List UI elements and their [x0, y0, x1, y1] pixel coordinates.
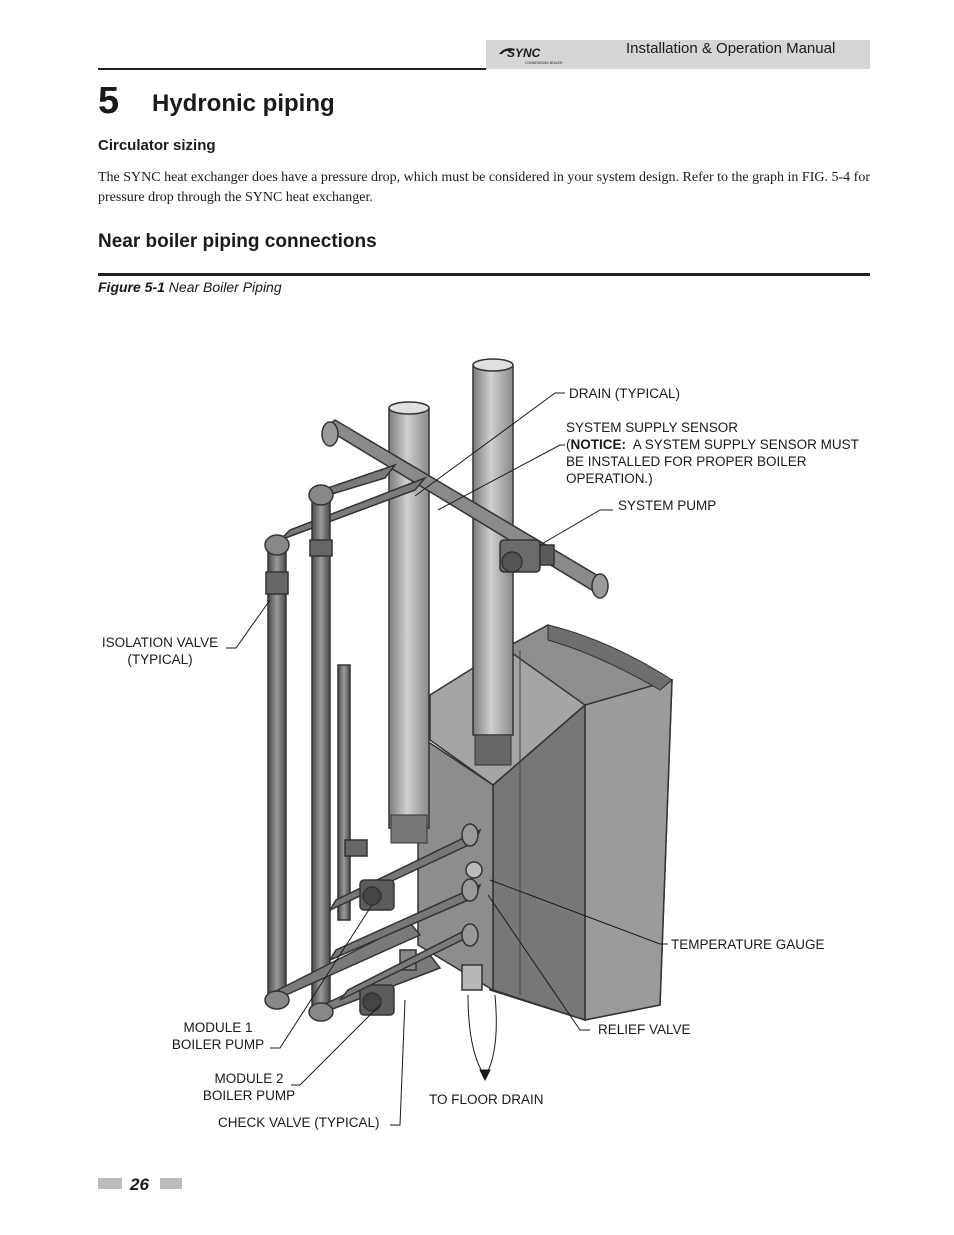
footer-block-left	[98, 1178, 122, 1189]
page-number: 26	[130, 1175, 149, 1194]
figure-number: Figure 5-1	[98, 279, 165, 295]
circulator-sizing-heading: Circulator sizing	[98, 137, 216, 154]
callout-module-2-pump: MODULE 2 BOILER PUMP	[199, 1070, 299, 1104]
sensor-line-2: (NOTICE: A SYSTEM SUPPLY SENSOR MUST	[566, 437, 859, 452]
boiler-pumps	[328, 823, 483, 1016]
sensor-line-3: BE INSTALLED FOR PROPER BOILER	[566, 454, 807, 469]
near-boiler-heading: Near boiler piping connections	[98, 231, 377, 252]
boiler-cabinet	[417, 624, 673, 1022]
svg-text:SYNC: SYNC	[507, 46, 541, 60]
callout-temperature-gauge: TEMPERATURE GAUGE	[671, 937, 825, 952]
header-bar	[486, 40, 870, 69]
callout-floor-drain: TO FLOOR DRAIN	[429, 1092, 544, 1107]
footer-block-right	[160, 1178, 182, 1189]
header-rule	[98, 68, 486, 70]
module2-line-2: BOILER PUMP	[202, 1088, 296, 1103]
section-rule	[98, 273, 870, 276]
callout-module-1-pump: MODULE 1 BOILER PUMP	[168, 1019, 268, 1053]
circulator-sizing-body: The SYNC heat exchanger does have a pres…	[98, 170, 870, 205]
manual-title: Installation & Operation Manual	[626, 40, 836, 57]
sensor-line-1: SYSTEM SUPPLY SENSOR	[566, 420, 739, 435]
sensor-notice-text: A SYSTEM SUPPLY SENSOR MUST	[626, 437, 859, 452]
callout-isolation-valve: ISOLATION VALVE (TYPICAL)	[97, 634, 223, 668]
isolation-line-2: (TYPICAL)	[127, 652, 193, 667]
callout-relief-valve: RELIEF VALVE	[598, 1022, 691, 1037]
sensor-line-4: OPERATION.)	[566, 471, 653, 486]
callout-leader-lines	[226, 392, 668, 1126]
callout-system-supply-sensor: SYSTEM SUPPLY SENSOR (NOTICE: A SYSTEM S…	[566, 419, 859, 487]
chapter-number: 5	[98, 80, 120, 122]
module1-line-1: MODULE 1	[183, 1020, 253, 1035]
sync-logo: SYNC CONDENSING BOILER	[497, 40, 567, 69]
svg-text:CONDENSING BOILER: CONDENSING BOILER	[525, 61, 563, 65]
module1-line-2: BOILER PUMP	[171, 1037, 265, 1052]
isolation-line-1: ISOLATION VALVE	[101, 635, 219, 650]
callout-system-pump: SYSTEM PUMP	[618, 498, 717, 513]
module2-line-1: MODULE 2	[214, 1071, 284, 1086]
callout-check-valve: CHECK VALVE (TYPICAL)	[218, 1115, 380, 1130]
sensor-notice-label: NOTICE:	[570, 437, 627, 452]
figure-caption-text: Near Boiler Piping	[168, 279, 282, 295]
callout-drain: DRAIN (TYPICAL)	[569, 386, 681, 401]
chapter-title: Hydronic piping	[152, 90, 335, 117]
figure-caption: Figure 5-1 Near Boiler Piping	[98, 279, 282, 295]
